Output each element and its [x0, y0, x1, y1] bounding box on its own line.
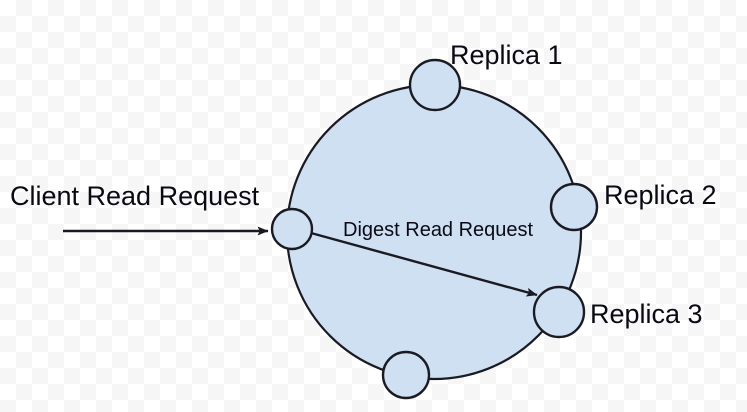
label-replica-1: Replica 1	[450, 40, 563, 70]
node-replica-2[interactable]	[549, 182, 599, 232]
node-replica-3[interactable]	[532, 285, 586, 339]
label-replica-3: Replica 3	[590, 299, 703, 329]
arrow-digest-read-request	[310, 231, 538, 297]
node-replica-1[interactable]	[408, 58, 462, 112]
label-client-read-request: Client Read Request	[10, 181, 260, 211]
node-bottom[interactable]	[381, 350, 431, 400]
label-replica-2: Replica 2	[604, 180, 717, 210]
node-coordinator[interactable]	[270, 207, 314, 251]
label-digest-read-request: Digest Read Request	[343, 219, 534, 241]
